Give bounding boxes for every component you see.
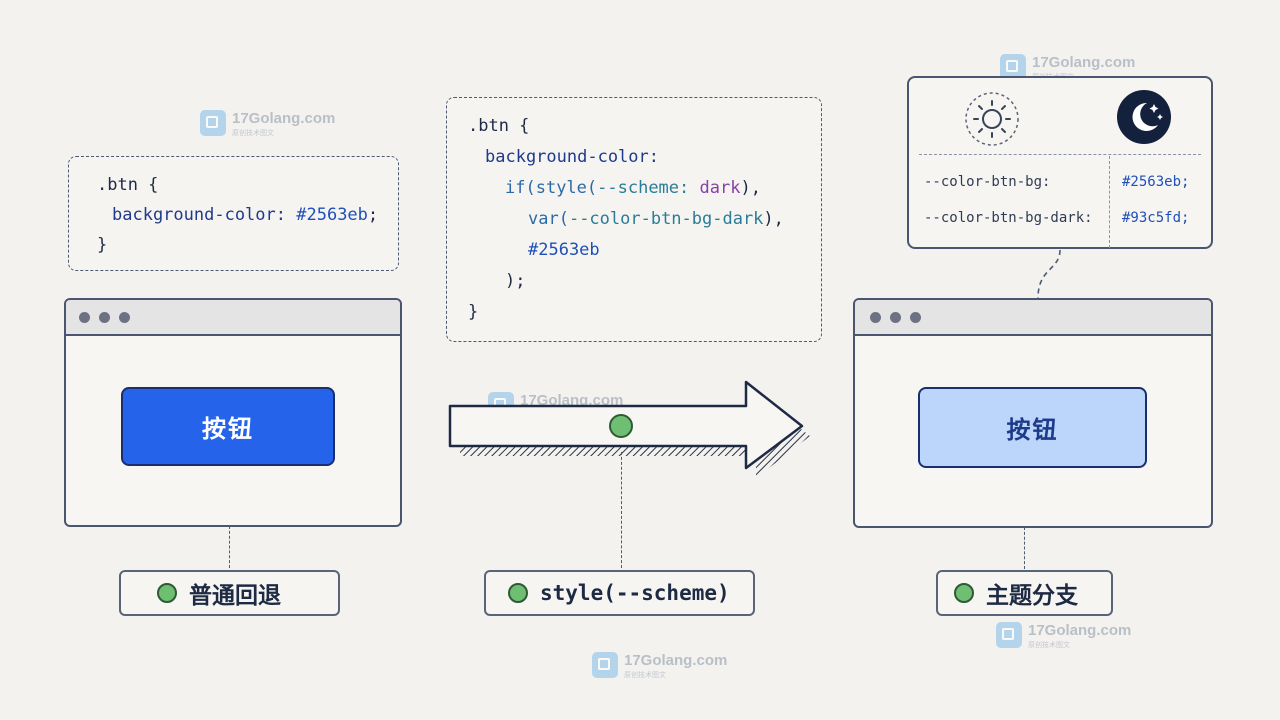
var-name-bg-dark: --color-btn-bg-dark: xyxy=(924,210,1093,226)
code-line: var(--color-btn-bg-dark), xyxy=(528,209,784,229)
watermark-logo-icon xyxy=(996,622,1022,648)
status-dot-icon xyxy=(157,583,177,603)
code-line: } xyxy=(468,302,479,322)
window-titlebar xyxy=(66,300,400,336)
window-dot-icon xyxy=(910,312,921,323)
code-line: background-color: #2563eb; xyxy=(112,205,379,225)
window-titlebar xyxy=(855,300,1211,336)
code-line: .btn { xyxy=(468,116,530,136)
fallback-browser-window: 按钮 xyxy=(64,298,402,527)
window-dot-icon xyxy=(79,312,90,323)
var-value-bg: #2563eb; xyxy=(1122,174,1190,190)
panel-connector xyxy=(1037,250,1061,299)
window-dot-icon xyxy=(890,312,901,323)
code-line: } xyxy=(97,235,108,255)
code-line: background-color: xyxy=(485,147,659,167)
style-query-caption: style(--scheme) xyxy=(484,570,755,616)
panel-column-divider xyxy=(1109,156,1110,248)
themed-button[interactable]: 按钮 xyxy=(918,387,1147,468)
window-dot-icon xyxy=(99,312,110,323)
connector-line xyxy=(229,526,230,568)
code-line: #2563eb xyxy=(528,240,600,260)
moon-icon xyxy=(1117,90,1171,144)
themed-browser-window: 按钮 xyxy=(853,298,1213,528)
var-name-bg: --color-btn-bg: xyxy=(924,174,1051,190)
sun-icon xyxy=(965,92,1019,146)
watermark-logo-icon xyxy=(200,110,226,136)
code-line: .btn { xyxy=(97,175,159,195)
status-dot-icon xyxy=(508,583,528,603)
fallback-caption: 普通回退 xyxy=(119,570,340,616)
watermark-logo-icon xyxy=(592,652,618,678)
panel-divider xyxy=(919,154,1201,155)
arrow-dot-icon xyxy=(609,414,633,438)
code-line: ); xyxy=(505,271,526,291)
fallback-code-box: .btn { background-color: #2563eb; } xyxy=(68,156,399,271)
watermark-logo-icon xyxy=(1000,54,1026,80)
style-query-code-box: .btn { background-color: if(style(--sche… xyxy=(446,97,822,342)
status-dot-icon xyxy=(954,583,974,603)
var-value-bg-dark: #93c5fd; xyxy=(1122,210,1190,226)
theme-variables-panel: --color-btn-bg: #2563eb; --color-btn-bg-… xyxy=(907,76,1213,249)
window-dot-icon xyxy=(870,312,881,323)
code-line: if(style(--scheme: dark), xyxy=(505,178,761,198)
theme-branch-caption: 主题分支 xyxy=(936,570,1113,616)
connector-line xyxy=(621,452,622,568)
connector-line xyxy=(1024,527,1025,569)
window-dot-icon xyxy=(119,312,130,323)
flow-arrow-icon xyxy=(448,380,810,478)
fallback-button[interactable]: 按钮 xyxy=(121,387,335,466)
